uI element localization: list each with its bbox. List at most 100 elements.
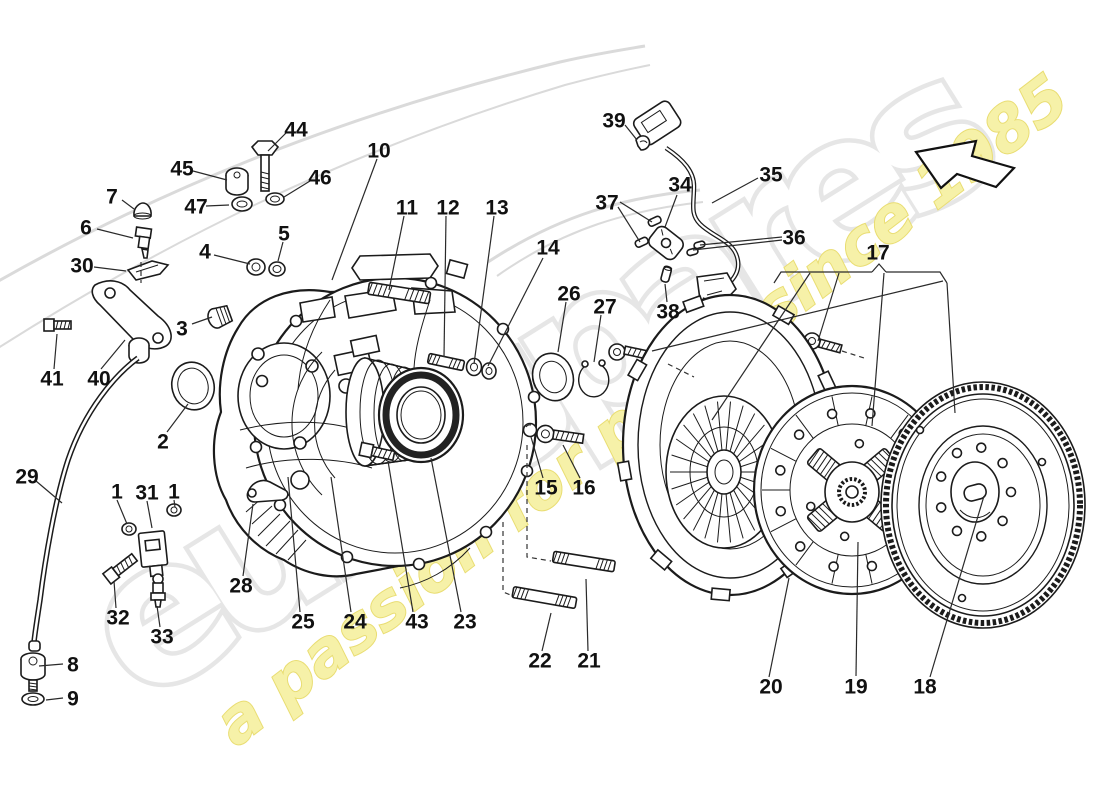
callout-leader-26 xyxy=(557,301,567,353)
diaphragm-finger xyxy=(725,493,732,543)
seal-ring-2 xyxy=(170,361,216,411)
ball-15 xyxy=(522,422,538,438)
callout-leader-46 xyxy=(283,180,311,198)
flywheel-bolt-hole xyxy=(935,502,947,513)
flywheel-bolt-hole xyxy=(951,525,963,537)
callout-label-12: 12 xyxy=(436,197,459,220)
flywheel-bolt-hole xyxy=(975,531,987,542)
callout-leader-1 xyxy=(173,499,176,508)
diaphragm-finger xyxy=(683,424,712,458)
ring-5 xyxy=(268,261,286,277)
diaphragm-finger xyxy=(683,486,712,520)
disc-spoke xyxy=(890,414,909,439)
diaphragm-finger xyxy=(692,413,715,455)
callout-leader-40 xyxy=(100,339,126,370)
snap-ring-27 xyxy=(578,359,610,398)
callout-leader-45 xyxy=(192,170,228,181)
callout-leader-29 xyxy=(35,480,63,504)
callout-leader-19 xyxy=(855,541,859,677)
callout-label-15: 15 xyxy=(534,477,558,500)
stud-11 xyxy=(367,281,432,305)
callout-label-1: 1 xyxy=(111,481,123,504)
callout-leader-37 xyxy=(617,206,641,243)
callout-label-1: 1 xyxy=(168,481,180,504)
cable-top-connector xyxy=(632,100,682,146)
flywheel-bolt-hole xyxy=(997,457,1008,469)
callout-label-4: 4 xyxy=(199,241,211,264)
disc-rivet xyxy=(826,408,838,420)
washer-47 xyxy=(231,196,253,212)
housing-left-opening xyxy=(237,342,331,450)
callout-leader-36 xyxy=(699,236,783,246)
callout-label-9: 9 xyxy=(67,688,79,711)
diaphragm-finger xyxy=(729,405,744,452)
diaphragm-finger xyxy=(729,492,744,539)
callout-leader-9 xyxy=(45,697,64,701)
housing-ribs xyxy=(239,299,471,589)
callout-leader-16 xyxy=(562,444,581,479)
washer-13 xyxy=(465,357,483,377)
bolt-44 xyxy=(250,140,280,192)
sensor-6 xyxy=(134,226,153,259)
disc-rivet xyxy=(828,561,839,572)
callout-leader-27 xyxy=(593,314,602,363)
stud-21 xyxy=(551,550,616,573)
diaphragm-finger xyxy=(725,401,732,451)
pressure-plate-lug xyxy=(649,548,673,572)
callout-leader-6 xyxy=(96,228,134,239)
callout-label-21: 21 xyxy=(577,650,601,673)
disc-spoke xyxy=(795,414,814,439)
callout-label-19: 19 xyxy=(844,676,867,699)
callout-label-22: 22 xyxy=(528,650,551,673)
callout-leader-21 xyxy=(585,578,589,652)
callout-leader-30 xyxy=(93,266,127,272)
housing-flange-holes xyxy=(249,276,541,571)
callout-leader-34 xyxy=(664,194,678,228)
pressure-plate-lug xyxy=(626,358,648,382)
callout-label-27: 27 xyxy=(593,296,616,319)
pressure-plate-lug xyxy=(616,460,633,482)
ball-socket-8 xyxy=(20,652,46,692)
ring-26-27 xyxy=(531,352,610,402)
callout-leader-37 xyxy=(619,201,653,223)
callout-label-37: 37 xyxy=(595,192,618,215)
release-bearing xyxy=(333,334,465,467)
fitting-33 xyxy=(150,573,166,608)
ring-14 xyxy=(481,362,497,380)
callout-label-45: 45 xyxy=(170,158,194,181)
callout-label-39: 39 xyxy=(602,110,625,133)
housing-top-tab xyxy=(445,258,469,280)
release-lever xyxy=(246,479,289,503)
callout-leader-8 xyxy=(38,663,64,667)
direction-arrow-icon xyxy=(914,139,1017,190)
disc-rivet-inner xyxy=(839,531,850,542)
callout-leader-31 xyxy=(146,500,153,529)
callout-leader-41 xyxy=(53,333,58,370)
callout-label-25: 25 xyxy=(291,611,315,634)
callout-label-10: 10 xyxy=(367,140,390,163)
stud-12 xyxy=(426,352,466,372)
plug-7 xyxy=(133,202,152,220)
callout-leader-22 xyxy=(541,612,552,652)
callout-label-32: 32 xyxy=(106,607,129,630)
upper-left-parts xyxy=(43,140,285,364)
callout-leader-4 xyxy=(213,254,251,265)
callout-label-5: 5 xyxy=(278,223,290,246)
diaphragm-finger xyxy=(675,438,710,463)
callout-leader-17 xyxy=(871,263,887,273)
callout-leader-44 xyxy=(267,132,287,152)
pin-37b xyxy=(634,236,649,248)
callout-leader-38 xyxy=(664,283,668,303)
washer-9 xyxy=(21,692,45,706)
callout-leader-12 xyxy=(443,215,447,358)
diaphragm-finger xyxy=(692,489,715,531)
callout-label-28: 28 xyxy=(229,575,253,598)
callout-label-35: 35 xyxy=(759,164,783,187)
callout-leader-20 xyxy=(768,577,790,678)
callout-label-34: 34 xyxy=(668,174,692,197)
callout-leader-17 xyxy=(871,272,885,427)
callout-label-31: 31 xyxy=(135,482,159,505)
callout-label-46: 46 xyxy=(308,167,331,190)
